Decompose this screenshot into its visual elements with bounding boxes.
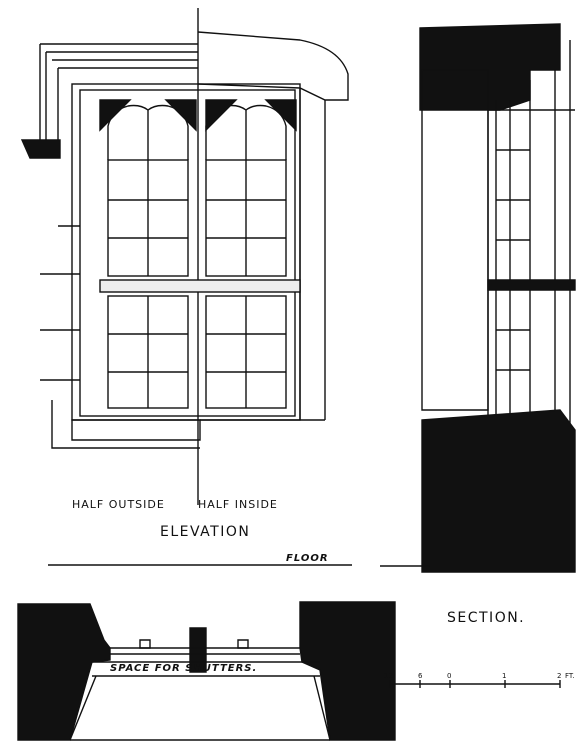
section-drawing (380, 23, 576, 573)
elevation-drawing (20, 8, 352, 566)
scale-unit: FT. (565, 672, 575, 680)
label-half-outside: HALF OUTSIDE (72, 498, 165, 511)
plan-drawing (17, 601, 396, 741)
scale-tick-12: 12 (384, 672, 393, 680)
scale-bar (389, 680, 561, 688)
label-section: SECTION. (447, 610, 526, 626)
label-floor: FLOOR (286, 553, 329, 564)
scale-tick-2: 2 (557, 672, 562, 680)
label-space-for-shutters: SPACE FOR SHUTTERS. (110, 663, 258, 674)
scale-tick-6: 6 (418, 672, 423, 680)
label-half-inside: HALF INSIDE (198, 498, 278, 511)
scale-tick-0: 0 (447, 672, 452, 680)
scale-tick-1: 1 (502, 672, 507, 680)
label-elevation: ELEVATION (160, 524, 251, 540)
